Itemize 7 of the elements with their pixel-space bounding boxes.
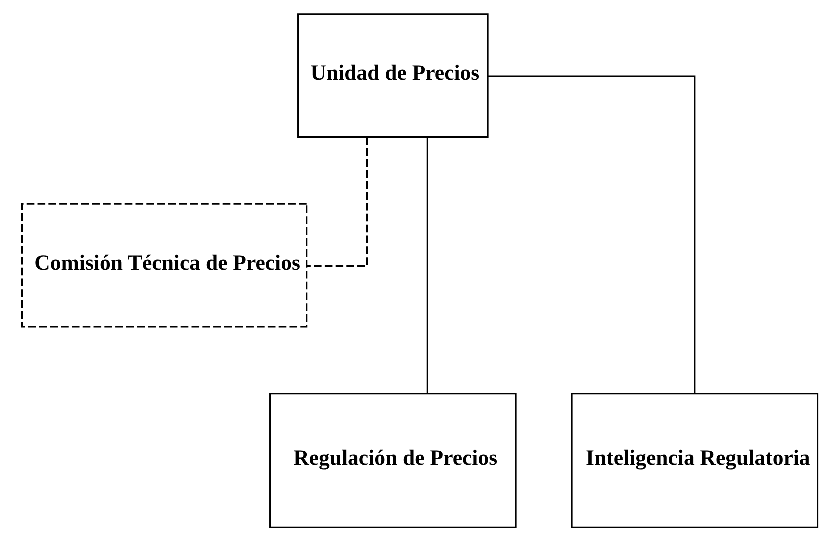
connector bbox=[488, 76, 696, 394]
connector bbox=[426, 138, 428, 394]
node-box: Regulación de Precios bbox=[269, 393, 516, 528]
node-box: Inteligencia Regulatoria bbox=[570, 393, 818, 528]
node-box: Unidad de Precios bbox=[297, 14, 488, 138]
connector bbox=[306, 138, 368, 268]
node-box: Comisión Técnica de Precios bbox=[20, 203, 308, 328]
